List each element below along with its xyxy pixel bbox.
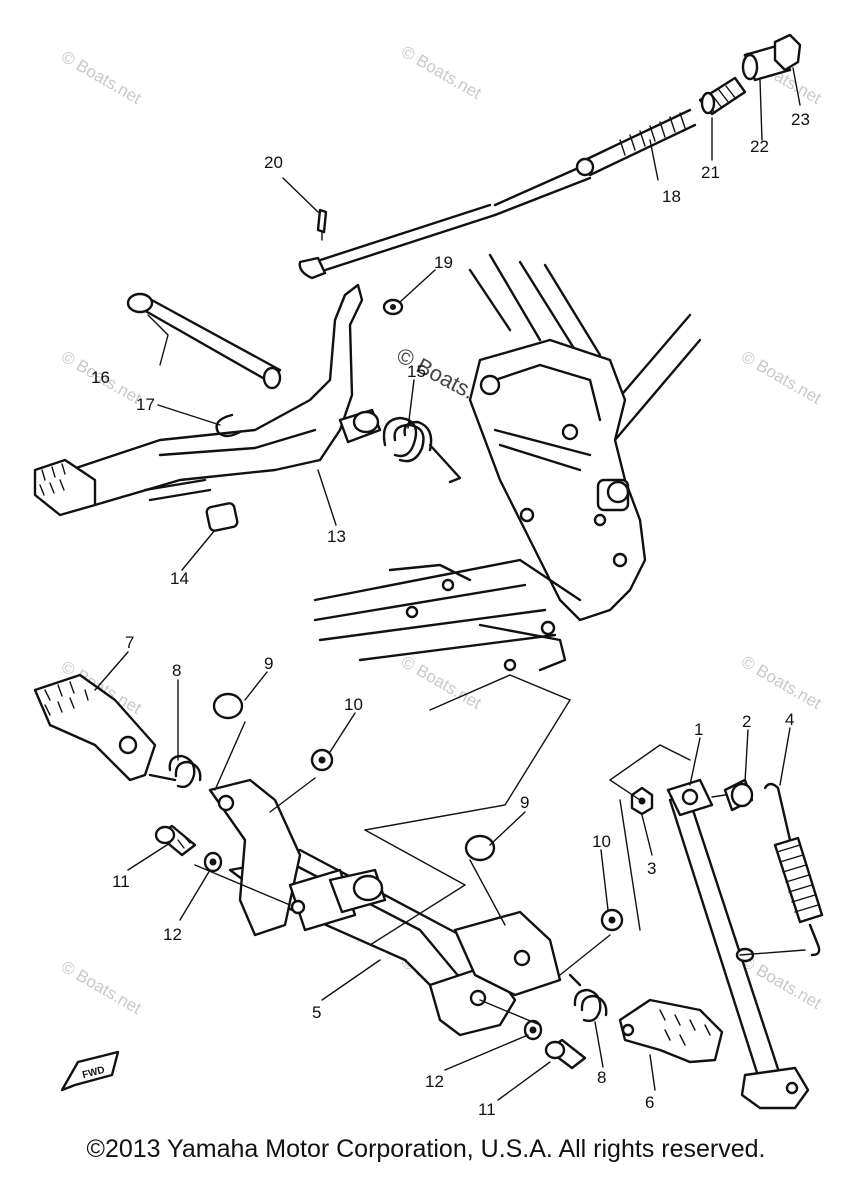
callout-6: 6 [645, 1093, 654, 1112]
brake-rod [298, 33, 802, 316]
callout-19: 19 [434, 253, 453, 272]
watermark: © Boats.net [738, 652, 825, 713]
callout-15: 15 [407, 362, 426, 381]
frame [313, 253, 702, 672]
callout-10b: 10 [592, 832, 611, 851]
watermark: © Boats.net [58, 47, 145, 108]
callout-10: 10 [344, 695, 363, 714]
sidestand-spring [763, 782, 824, 957]
callout-3: 3 [647, 859, 656, 878]
callout-13: 13 [327, 527, 346, 546]
callout-14: 14 [170, 569, 189, 588]
callout-2: 2 [742, 712, 751, 731]
watermark: © Boats.net [398, 42, 485, 103]
sidestand [630, 778, 824, 1110]
callout-1: 1 [694, 720, 703, 739]
callout-9b: 9 [520, 793, 529, 812]
watermark: © Boats.net [398, 652, 485, 713]
callout-8b: 8 [597, 1068, 606, 1087]
callout-11: 11 [112, 872, 130, 891]
callout-16: 16 [91, 368, 110, 387]
callout-17: 17 [136, 395, 155, 414]
watermark: © Boats.net [738, 347, 825, 408]
callout-12b: 12 [425, 1072, 444, 1091]
callout-12: 12 [163, 925, 182, 944]
fwd-arrow-icon: FWD [60, 1050, 120, 1092]
rod-thread [619, 112, 686, 156]
watermark: © Boats.net [58, 957, 145, 1018]
callout-18: 18 [662, 187, 681, 206]
callout-5: 5 [312, 1003, 321, 1022]
callout-7: 7 [125, 633, 134, 652]
callout-4: 4 [785, 710, 794, 729]
leader-lines [94, 67, 806, 1101]
callout-23: 23 [791, 110, 810, 129]
callout-9: 9 [264, 654, 273, 673]
callout-22: 22 [750, 137, 769, 156]
adjuster-spring [698, 76, 747, 116]
copyright-notice: ©2013 Yamaha Motor Corporation, U.S.A. A… [86, 1135, 766, 1163]
callout-21: 21 [701, 163, 720, 182]
callouts: 1 2 3 4 5 6 7 8 8 9 9 10 10 11 11 12 12 … [91, 110, 810, 1119]
return-spring [382, 416, 462, 484]
callout-20: 20 [264, 153, 283, 172]
footrest-bracket [33, 673, 724, 1070]
callout-8: 8 [172, 661, 181, 680]
brake-pedal [33, 283, 462, 532]
callout-11b: 11 [478, 1100, 496, 1119]
